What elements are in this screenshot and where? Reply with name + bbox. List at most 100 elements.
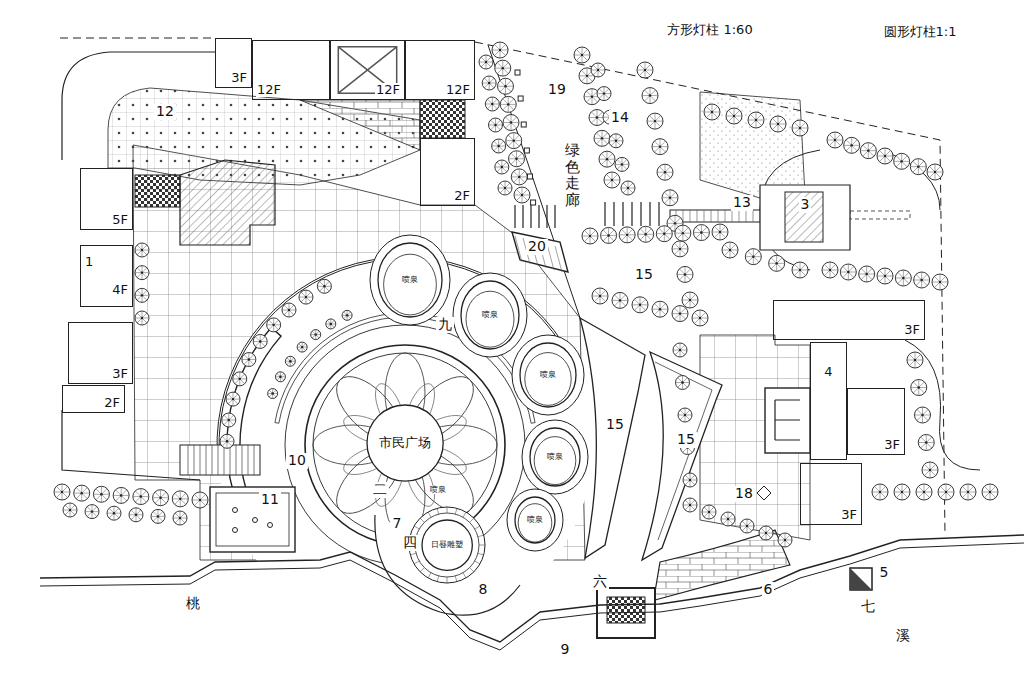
tree-symbol [173, 511, 187, 525]
tree-symbol [101, 494, 102, 502]
tree-symbol [607, 234, 609, 236]
tree-symbol [659, 145, 661, 147]
tree-symbol [990, 492, 998, 493]
tree-symbol [500, 42, 501, 50]
place-label: 桃 [184, 596, 202, 611]
tree-symbol [141, 271, 143, 273]
tree-symbol [834, 139, 836, 141]
tree-symbol [500, 96, 516, 112]
tree-symbol [872, 484, 888, 500]
tree-symbol [160, 490, 161, 498]
tree-symbol [675, 223, 683, 224]
tree-symbol [517, 158, 525, 159]
tree-symbol [133, 489, 149, 505]
tree-symbol [910, 166, 918, 167]
tree-symbol [848, 272, 849, 280]
node-text: 3F [883, 438, 901, 452]
tree-symbol [759, 526, 773, 540]
tree-symbol [894, 153, 910, 169]
tree-symbol [655, 121, 663, 122]
tree-symbol [900, 160, 902, 162]
sundial-platform [475, 561, 480, 564]
tree-symbol [940, 282, 941, 290]
fence-posts [622, 202, 623, 226]
tree-symbol [867, 149, 869, 151]
bridge-13 [746, 210, 747, 222]
tree-symbol [924, 484, 925, 492]
tree-symbol [924, 492, 925, 500]
tree-symbol [612, 292, 628, 308]
flower-paving [313, 353, 497, 537]
tree-symbol [96, 489, 102, 495]
tree-symbol [511, 123, 517, 129]
callout-number: 14 [609, 110, 631, 125]
tree-symbol [101, 486, 102, 494]
tree-symbol [632, 304, 640, 305]
tree-symbol [135, 243, 149, 257]
tree-symbol [172, 491, 188, 507]
plaza-circle: 日晷雕塑 [421, 519, 473, 571]
tree-symbol [938, 484, 954, 500]
node-text: 3F [230, 71, 248, 85]
tree-symbol [63, 503, 77, 517]
tree-symbol [960, 484, 976, 500]
tree-symbol [930, 462, 931, 470]
tree-symbol [730, 250, 738, 251]
outline [422, 520, 472, 570]
tree-symbol [926, 435, 927, 443]
steps [236, 445, 237, 475]
tree-symbol [500, 50, 501, 58]
node-text: 3F [111, 367, 129, 381]
tree-symbol [708, 511, 710, 513]
fence-posts [521, 122, 526, 127]
fence-posts [530, 205, 531, 228]
tree-symbol [675, 225, 691, 241]
tree-symbol [315, 333, 317, 335]
tree-symbol [609, 134, 623, 148]
tree-symbol [753, 257, 754, 265]
tree-symbol [522, 195, 530, 196]
tree-symbol [591, 95, 593, 97]
tree-symbol [727, 518, 729, 520]
tree-symbol [96, 494, 102, 500]
tree-symbol [835, 140, 843, 141]
tree-symbol [596, 116, 598, 118]
tree-symbol [497, 62, 503, 68]
node-text: 喷泉 [481, 311, 499, 319]
tree-symbol [701, 232, 709, 233]
fence-posts [527, 174, 532, 179]
pavilion-3 [760, 185, 850, 250]
tree-symbol [620, 292, 621, 300]
sundial-platform [375, 515, 520, 615]
tree-symbol [159, 497, 161, 499]
tree-symbol [644, 69, 646, 71]
tree-symbol [627, 187, 629, 189]
tree-symbol [784, 539, 786, 541]
tree-symbol [822, 270, 830, 271]
tree-symbol [179, 517, 181, 519]
tree-symbol [927, 164, 943, 180]
callout-number: 18 [733, 486, 755, 501]
tree-symbol [649, 94, 651, 96]
tree-symbol [872, 492, 880, 493]
tree-symbol [602, 138, 610, 139]
tree-symbol [180, 493, 186, 499]
node-text: 日晷雕塑 [430, 541, 464, 549]
tree-symbol [690, 300, 698, 301]
tree-symbol [665, 172, 673, 173]
tree-symbol [719, 231, 721, 233]
tree-symbol [594, 130, 610, 146]
tree-symbol [268, 389, 278, 399]
tree-symbol [342, 310, 352, 320]
tree-symbol [153, 490, 169, 506]
tree-symbol [121, 495, 122, 503]
outline [530, 428, 580, 486]
tree-symbol [135, 288, 149, 302]
bridge-13 [732, 210, 733, 222]
tree-symbol [652, 146, 660, 147]
tree-symbol [647, 113, 663, 129]
tree-symbol [76, 487, 82, 493]
bridge-13 [690, 210, 691, 222]
tree-symbol [769, 255, 785, 271]
tree-symbol [489, 118, 503, 132]
